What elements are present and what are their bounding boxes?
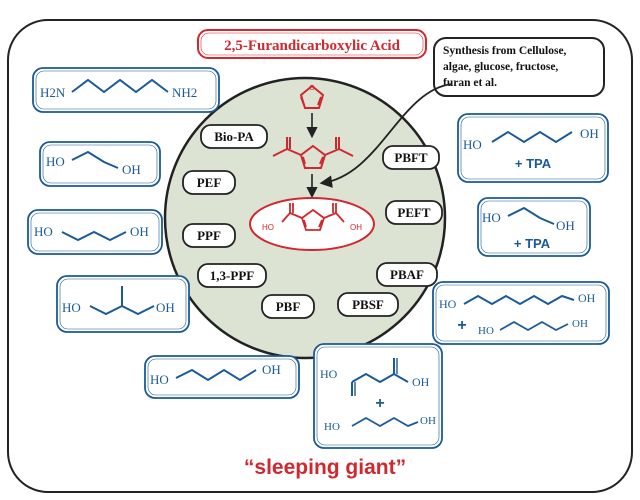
svg-text:PEF: PEF	[197, 175, 222, 190]
svg-text:OH: OH	[556, 218, 575, 233]
fdca-oval	[249, 197, 375, 251]
svg-text:+: +	[457, 317, 466, 334]
svg-text:HO: HO	[320, 367, 338, 381]
polymer-bio-pa: Bio-PA	[200, 124, 268, 149]
polymer-ppf: PPF	[182, 223, 236, 248]
monomer-methyl-propanediol: HO OH	[56, 275, 190, 333]
polymer-pbaf: PBAF	[376, 262, 438, 287]
svg-text:PBF: PBF	[276, 299, 301, 314]
svg-text:HO: HO	[482, 210, 501, 225]
caption-sleeping-giant: “sleeping giant”	[244, 456, 406, 479]
furan-oxygen: O	[309, 85, 315, 92]
polymer-pbft: PBFT	[382, 145, 440, 170]
svg-text:HO: HO	[478, 325, 494, 337]
svg-text:PBFT: PBFT	[394, 150, 428, 165]
svg-text:PBSF: PBSF	[352, 297, 384, 312]
svg-text:+ TPA: + TPA	[514, 236, 551, 251]
polymer-pbf: PBF	[261, 294, 315, 319]
polymer-pef: PEF	[182, 170, 236, 195]
svg-text:OH: OH	[122, 162, 141, 177]
diacetylfuran-molecule	[272, 137, 354, 169]
fdca-oh: OH	[350, 223, 362, 232]
synthesis-arrow	[319, 83, 453, 188]
polymer-peft: PEFT	[385, 200, 443, 225]
svg-text:HO: HO	[34, 224, 53, 239]
svg-text:PBAF: PBAF	[390, 267, 424, 282]
synthesis-line-1: Synthesis from Cellulose,	[443, 45, 567, 57]
svg-text:HO: HO	[463, 137, 482, 152]
polymer-1-3-ppf: 1,3-PPF	[197, 263, 267, 288]
svg-text:+: +	[375, 395, 384, 412]
monomer-ethylene-glycol: HO OH	[39, 141, 161, 187]
svg-text:OH: OH	[578, 291, 596, 305]
svg-text:OH: OH	[262, 362, 281, 377]
monomer-hexanediol-butanediol: HO OH + HO OH	[432, 281, 610, 345]
svg-text:Bio-PA: Bio-PA	[214, 129, 254, 144]
svg-text:OH: OH	[572, 318, 588, 330]
svg-text:HO: HO	[439, 297, 457, 311]
furan-molecule	[299, 84, 325, 109]
polymer-pbsf: PBSF	[337, 292, 399, 317]
title-box: 2,5-Furandicarboxylic Acid	[197, 29, 427, 59]
diamine-nh2: NH2	[172, 85, 197, 100]
svg-text:1,3-PPF: 1,3-PPF	[210, 268, 254, 283]
monomer-propanediol: HO OH	[27, 209, 163, 255]
monomer-succinic-butanediol: HO OH + HO OH	[313, 343, 443, 449]
svg-text:OH: OH	[580, 126, 599, 141]
synthesis-note: Synthesis from Cellulose, algae, glucose…	[433, 37, 605, 97]
svg-text:OH: OH	[156, 300, 175, 315]
fdca-ho: HO	[262, 223, 274, 232]
fdca-molecule	[281, 203, 345, 231]
svg-text:HO: HO	[46, 154, 65, 169]
monomer-ethylene-glycol-tpa: HO OH + TPA	[477, 197, 591, 257]
svg-text:OH: OH	[130, 224, 149, 239]
svg-text:HO: HO	[150, 372, 169, 387]
svg-text:HO: HO	[324, 421, 340, 433]
svg-text:+ TPA: + TPA	[515, 156, 552, 171]
svg-text:PPF: PPF	[197, 228, 221, 243]
svg-text:HO: HO	[62, 300, 81, 315]
synthesis-line-3: furan et al.	[443, 77, 497, 89]
diamine-h2n: H2N	[40, 85, 66, 100]
svg-text:PEFT: PEFT	[397, 205, 431, 220]
synthesis-line-2: algae, glucose, fructose,	[443, 61, 558, 73]
monomer-diamine: H2N NH2	[32, 67, 220, 113]
svg-text:OH: OH	[420, 415, 436, 427]
title-text: 2,5-Furandicarboxylic Acid	[224, 38, 400, 54]
monomer-pentanediol: HO OH	[144, 355, 300, 399]
svg-text:OH: OH	[412, 375, 430, 389]
monomer-butanediol-tpa: HO OH + TPA	[457, 113, 609, 183]
